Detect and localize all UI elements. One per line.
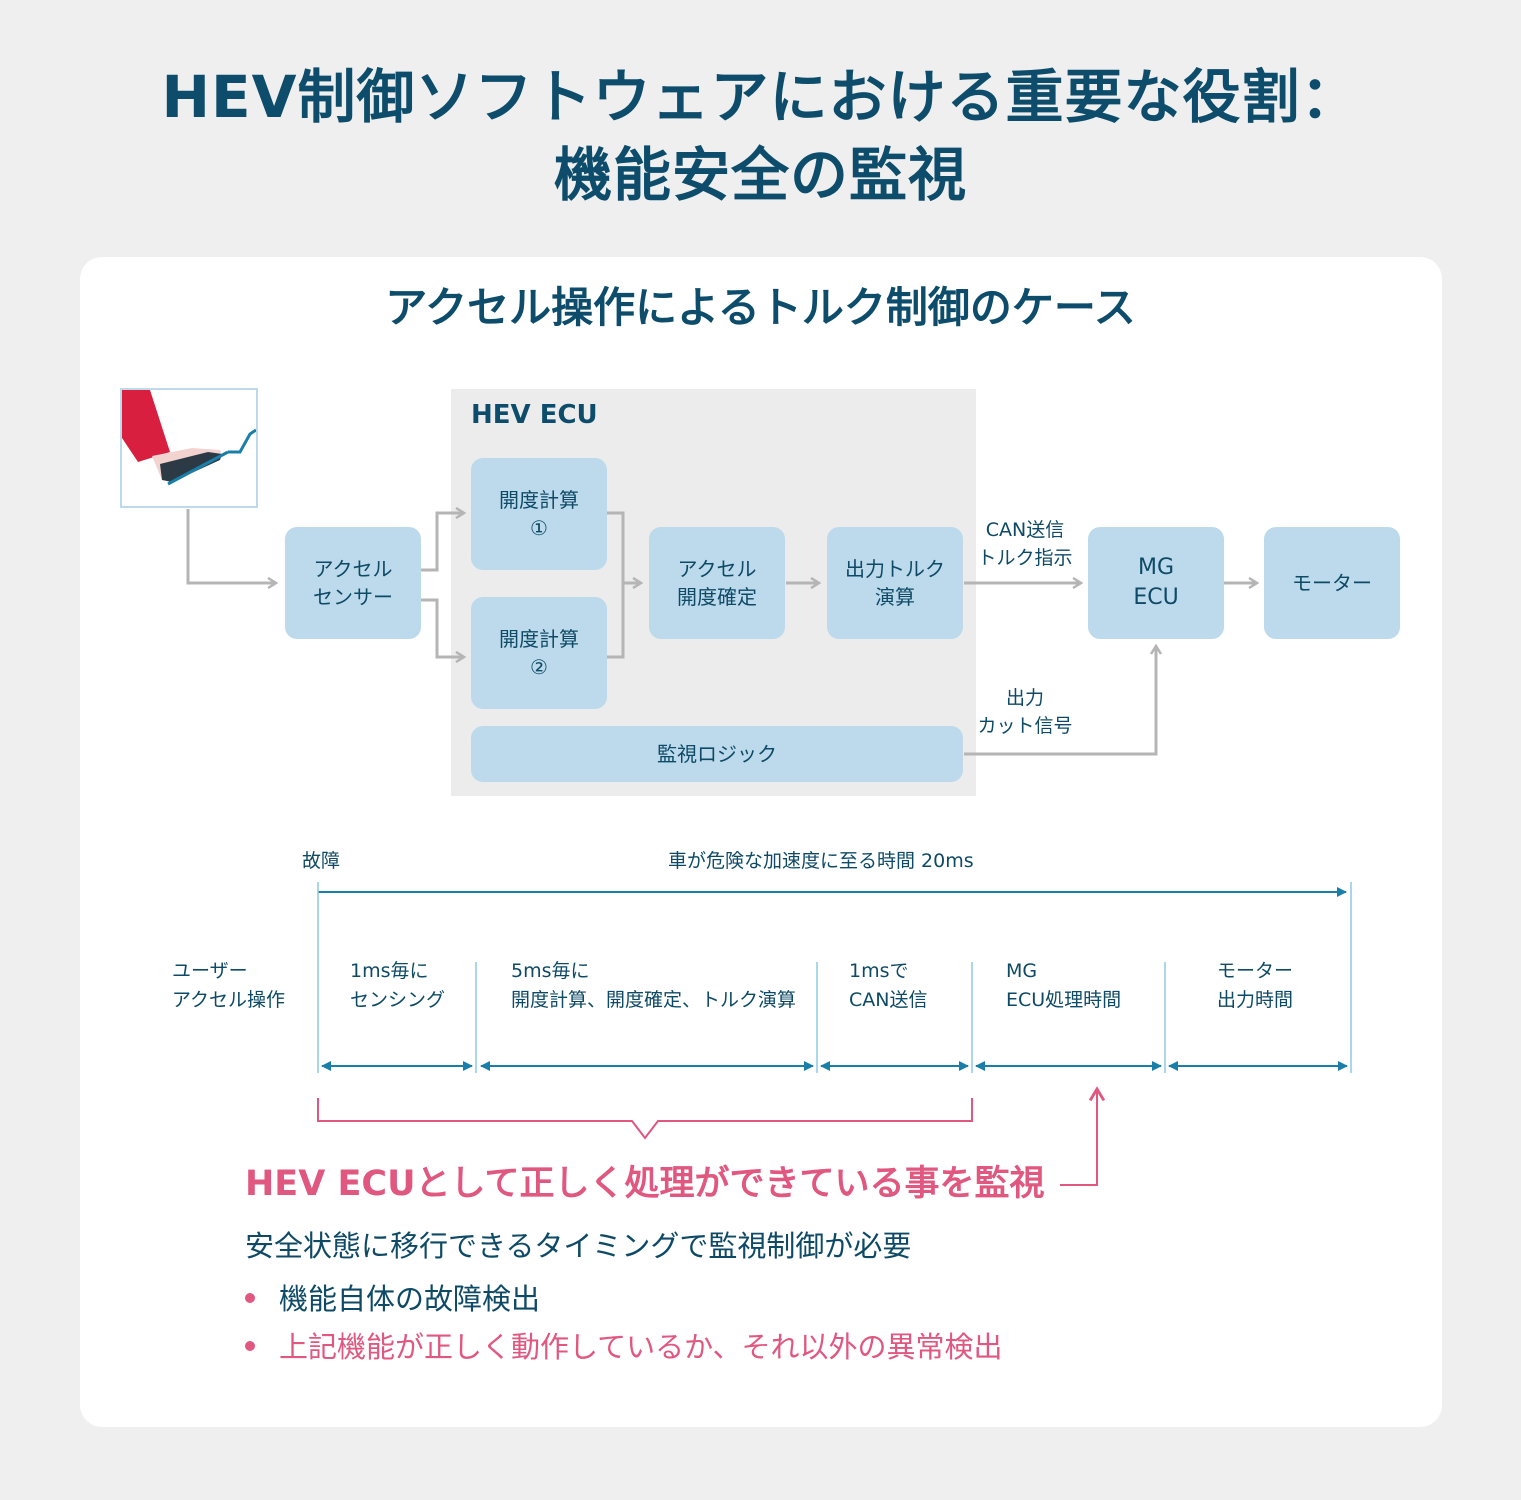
monitoring-requirement: 安全状態に移行できるタイミングで監視制御が必要 (245, 1229, 912, 1263)
page-title-line2: 機能安全の監視 (553, 141, 967, 209)
foot-on-accelerator-pedal-icon (122, 390, 256, 486)
diagram-subtitle: アクセル操作によるトルク制御のケース (385, 283, 1136, 332)
hev-ecu-label: HEV ECU (471, 400, 598, 430)
opening-calc-1-block: 開度計算 ① (471, 458, 607, 570)
accel-sensor-block: アクセル センサー (285, 527, 421, 639)
sensor-to-calc2-arrow (421, 598, 464, 657)
monitoring-brace (317, 1098, 973, 1140)
monitoring-headline: HEV ECUとして正しく処理ができている事を監視 (245, 1164, 1045, 1204)
monitoring-pointer-arrow (1060, 1089, 1097, 1186)
torque-calc-block: 出力トルク 演算 (827, 527, 963, 639)
fault-label: 故障 (302, 850, 341, 872)
bullet-text-1: 機能自体の故障検出 (279, 1282, 541, 1316)
motor-block: モーター (1264, 527, 1400, 639)
sensor-to-calc1-arrow (421, 513, 464, 572)
pedal-to-sensor-arrow (186, 509, 276, 583)
mg-ecu-block: MG ECU (1088, 527, 1224, 639)
danger-time-label: 車が危険な加速度に至る時間 20ms (668, 850, 974, 872)
calc1-join-line (607, 511, 625, 659)
user-operation-label: ユーザー アクセル操作 (172, 960, 286, 1011)
bullet-item-1: 機能自体の故障検出 (245, 1279, 540, 1319)
can-send-label: CAN送信 トルク指示 (977, 519, 1073, 569)
accel-confirm-block: アクセル 開度確定 (649, 527, 785, 639)
bullet-text-2: 上記機能が正しく動作しているか、それ以外の異常検出 (279, 1330, 1003, 1364)
segment-motor-label: モーター 出力時間 (1217, 960, 1294, 1011)
page-title-line1: HEV制御ソフトウェアにおける重要な役割： (161, 63, 1360, 131)
segment-can-label: 1msで CAN送信 (849, 960, 928, 1011)
opening-calc-2-block: 開度計算 ② (471, 597, 607, 709)
segment-sensing-label: 1ms毎に センシング (350, 960, 446, 1011)
page-title: HEV制御ソフトウェアにおける重要な役割： 機能安全の監視 (0, 58, 1521, 214)
segment-mg-ecu-label: MG ECU処理時間 (1006, 960, 1122, 1011)
pedal-illustration (120, 388, 258, 508)
bullet-item-2: 上記機能が正しく動作しているか、それ以外の異常検出 (245, 1327, 1003, 1367)
bullet-dot (245, 1293, 255, 1303)
segment-calc-label: 5ms毎に 開度計算、開度確定、トルク演算 (511, 960, 797, 1011)
monitor-logic-block: 監視ロジック (471, 726, 963, 782)
cut-signal-arrow (964, 646, 1156, 756)
cut-signal-label: 出力 カット信号 (977, 687, 1073, 737)
bullet-dot (245, 1341, 255, 1351)
